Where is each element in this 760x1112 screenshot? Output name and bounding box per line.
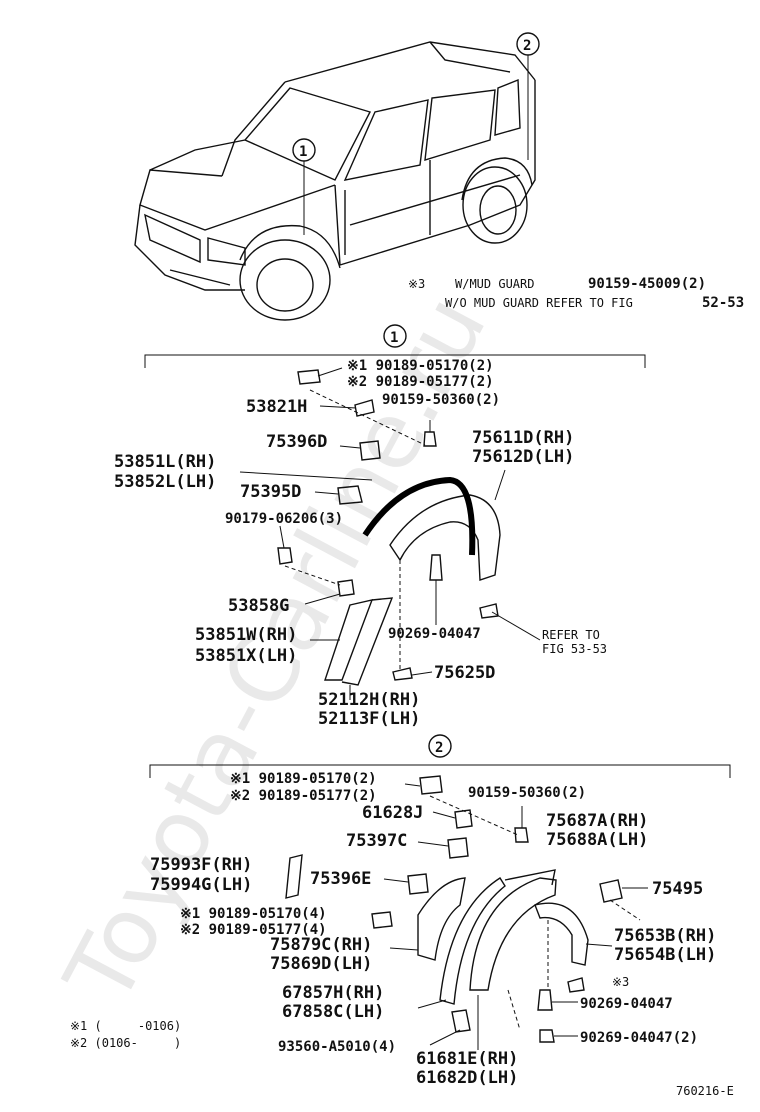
part-label: ※1 90189-05170(4) <box>180 906 327 922</box>
callout-1: 1 <box>292 138 316 235</box>
part-label: 61681E(RH) <box>416 1049 518 1069</box>
part-label: ※2 90189-05177(2) <box>230 788 377 804</box>
part-label: 75879C(RH) <box>270 935 372 955</box>
legend-1: ※1 ( -0106) <box>70 1019 181 1033</box>
part-label: FIG 53-53 <box>542 642 607 656</box>
part-label: 75687A(RH) <box>546 811 648 831</box>
part-label: 90159-50360(2) <box>382 392 500 408</box>
callout-2: 2 <box>516 32 540 160</box>
part-label: 53852L(LH) <box>114 472 216 492</box>
section-2-parts <box>285 775 648 1050</box>
no-mud-guard-fig: 52-53 <box>702 295 744 311</box>
section-2-header: 2 <box>149 734 731 778</box>
part-label: ※1 90189-05170(2) <box>347 358 494 374</box>
part-label: 75495 <box>652 879 703 899</box>
part-label: 90269-04047 <box>580 996 673 1012</box>
mud-guard-text: W/MUD GUARD <box>455 277 534 291</box>
part-label: 75611D(RH) <box>472 428 574 448</box>
part-label: 67858C(LH) <box>282 1002 384 1022</box>
part-label: 90269-04047(2) <box>580 1030 698 1046</box>
part-label: 75994G(LH) <box>150 875 252 895</box>
part-label: 53851W(RH) <box>195 625 297 645</box>
svg-text:2: 2 <box>435 740 443 756</box>
part-label: ※1 90189-05170(2) <box>230 771 377 787</box>
mud-guard-mark: ※3 <box>408 277 425 291</box>
legend-2: ※2 (0106- ) <box>70 1036 181 1050</box>
section-1-parts <box>239 367 541 700</box>
part-label: ※2 90189-05177(2) <box>347 374 494 390</box>
part-label: 75869D(LH) <box>270 954 372 974</box>
part-label: 75653B(RH) <box>614 926 716 946</box>
svg-text:1: 1 <box>299 144 307 160</box>
car-illustration <box>134 41 536 321</box>
part-label: ※2 90189-05177(4) <box>180 922 327 938</box>
part-label: ※3 <box>612 975 629 989</box>
part-label: 75625D <box>434 663 495 683</box>
diagram-id: 760216-E <box>676 1084 734 1098</box>
part-label: 53858G <box>228 596 289 616</box>
svg-text:1: 1 <box>390 330 398 346</box>
part-label: 75396D <box>266 432 327 452</box>
part-label: 75993F(RH) <box>150 855 252 875</box>
part-label: REFER TO <box>542 628 600 642</box>
part-label: 53851X(LH) <box>195 646 297 666</box>
part-label: 93560-A5010(4) <box>278 1039 396 1055</box>
part-label: 61628J <box>362 803 423 823</box>
part-label: 75395D <box>240 482 301 502</box>
no-mud-guard-text: W/O MUD GUARD REFER TO FIG <box>445 296 633 310</box>
part-label: 90179-06206(3) <box>225 511 343 527</box>
mud-guard-part: 90159-45009(2) <box>588 276 706 292</box>
part-label: 61682D(LH) <box>416 1068 518 1088</box>
part-label: 75396E <box>310 869 371 889</box>
svg-text:2: 2 <box>523 38 531 54</box>
part-label: 52113F(LH) <box>318 709 420 729</box>
section-1-header: 1 <box>144 324 646 368</box>
part-label: 75397C <box>346 831 407 851</box>
part-label: 75612D(LH) <box>472 447 574 467</box>
part-label: 67857H(RH) <box>282 983 384 1003</box>
part-label: 53851L(RH) <box>114 452 216 472</box>
part-label: 90159-50360(2) <box>468 785 586 801</box>
part-label: 75654B(LH) <box>614 945 716 965</box>
part-label: 75688A(LH) <box>546 830 648 850</box>
part-label: 90269-04047 <box>388 626 481 642</box>
part-label: 53821H <box>246 397 307 417</box>
part-label: 52112H(RH) <box>318 690 420 710</box>
